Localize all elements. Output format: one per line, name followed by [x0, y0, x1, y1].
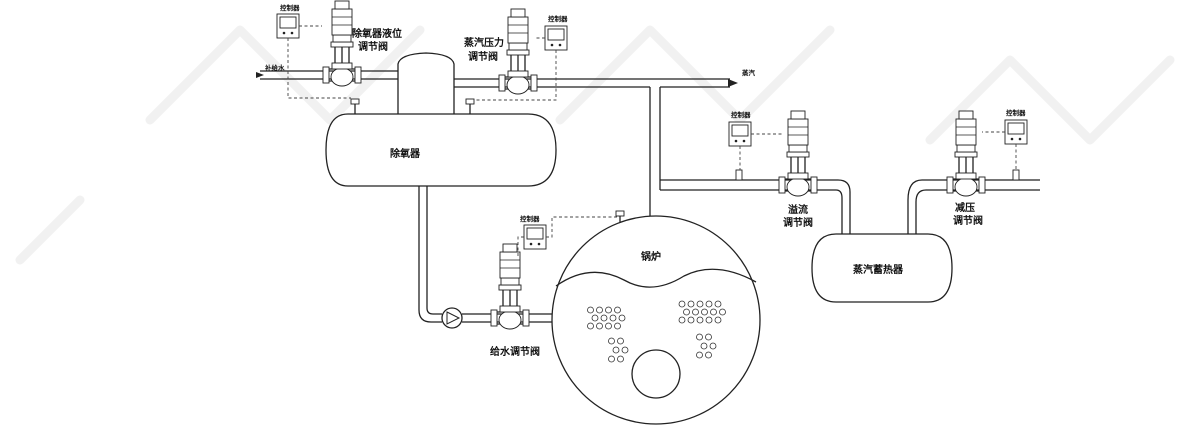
controller-label: 控制器 — [520, 214, 540, 223]
steam-pressure-valve-label-1: 蒸汽压力 — [464, 36, 504, 49]
boiler-bubble-icon — [687, 300, 695, 308]
watermark — [15, 25, 1175, 265]
boiler-bubble-icon — [709, 342, 717, 350]
boiler-bubble-icon — [678, 316, 686, 324]
boiler-bubble-icon — [605, 306, 612, 314]
controller-label: 控制器 — [731, 110, 751, 119]
boiler-bubble-icon — [605, 322, 612, 330]
deaerator: 除氧器 — [325, 52, 557, 187]
controller-label: 控制器 — [280, 3, 300, 12]
steam-accumulator-label: 蒸汽蓄热器 — [853, 263, 904, 276]
boiler-bubble-icon — [710, 308, 717, 316]
signal-lines — [287, 25, 1017, 258]
boiler-bubble-icon — [683, 308, 690, 316]
boiler-bubble-icon — [687, 316, 695, 324]
boiler-bubble-icon — [618, 314, 626, 322]
boiler-bubble-icon — [587, 322, 594, 330]
boiler-bubble-icon — [696, 333, 703, 341]
boiler: 锅炉 — [551, 215, 761, 425]
boiler-bubble-icon — [678, 300, 686, 308]
boiler-bubble-icon — [692, 308, 699, 316]
boiler-bubble-icon — [614, 306, 621, 314]
boiler-bubble-icon — [719, 308, 726, 316]
controller-label: 控制器 — [1006, 108, 1026, 117]
boiler-bubble-icon — [617, 337, 624, 345]
boiler-bubble-icon — [609, 314, 617, 322]
boiler-bubble-icon — [696, 351, 703, 359]
boiler-bubble-icon — [621, 346, 629, 354]
overflow-valve — [778, 110, 818, 197]
overflow-valve-label-1: 溢流 — [788, 203, 808, 216]
reducing-valve — [946, 110, 986, 197]
overflow-valve-label-2: 调节阀 — [783, 216, 813, 229]
boiler-bubble-icon — [701, 308, 708, 316]
boiler-bubble-icon — [696, 316, 704, 324]
steam-pressure-valve-label-2: 调节阀 — [468, 50, 498, 63]
controller-box-icon — [1004, 119, 1028, 145]
boiler-bubble-icon — [705, 300, 713, 308]
pump-icon — [441, 307, 463, 329]
makeup-water-label: 补给水 — [264, 63, 285, 72]
boiler-bubble-icon — [596, 322, 603, 330]
deaerator-level-valve-label-1: 除氧器液位 — [352, 27, 402, 40]
controller-box-icon — [728, 121, 752, 147]
boiler-bubble-icon — [591, 314, 599, 322]
boiler-bubble-icon — [600, 314, 608, 322]
boiler-label: 锅炉 — [641, 250, 661, 263]
boiler-bubble-icon — [587, 306, 594, 314]
controller-label: 控制器 — [548, 14, 568, 23]
boiler-bubble-icon — [596, 306, 603, 314]
reducing-valve-label-1: 减压 — [955, 201, 975, 214]
boiler-bubble-icon — [705, 333, 712, 341]
arrow-icon — [256, 72, 738, 87]
boiler-bubble-icon — [608, 337, 615, 345]
boiler-bubble-icon — [617, 355, 624, 363]
deaerator-label: 除氧器 — [390, 147, 421, 160]
boiler-bubble-icon — [696, 300, 704, 308]
steam-label: 蒸汽 — [742, 68, 756, 77]
boiler-bubble-icon — [614, 322, 621, 330]
boiler-bubble-icon — [714, 300, 722, 308]
reducing-valve-label-2: 调节阀 — [953, 214, 983, 227]
boiler-bubble-icon — [608, 355, 615, 363]
feedwater-valve — [490, 243, 530, 330]
controller-box-icon — [523, 224, 547, 250]
feedwater-valve-label: 给水调节阀 — [490, 345, 540, 358]
deaerator-level-valve-label-2: 调节阀 — [358, 40, 388, 53]
controller-box-icon — [276, 13, 300, 39]
deaerator-level-valve — [322, 0, 362, 87]
steam-pressure-valve — [498, 8, 538, 95]
boiler-bubble-icon — [700, 342, 708, 350]
steam-accumulator: 蒸汽蓄热器 — [811, 233, 953, 303]
controller-box-icon — [544, 25, 568, 51]
boiler-bubble-icon — [705, 316, 713, 324]
boiler-bubble-icon — [587, 300, 726, 363]
boiler-bubble-icon — [714, 316, 722, 324]
boiler-bubble-icon — [705, 351, 712, 359]
boiler-bubble-icon — [612, 346, 620, 354]
